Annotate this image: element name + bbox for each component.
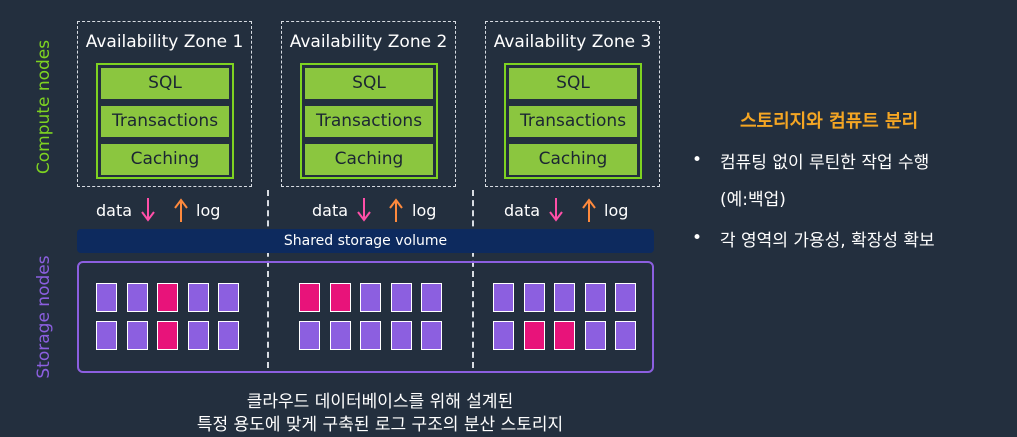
- storage-segment: [126, 321, 148, 350]
- storage-segment: [299, 283, 320, 312]
- availability-zone-3: Availability Zone 3 SQL Transactions Cac…: [485, 21, 660, 187]
- storage-segment: [360, 283, 381, 312]
- side-title: 스토리지와 컴퓨트 분리: [740, 111, 919, 132]
- compute-stack: SQL Transactions Caching: [96, 63, 234, 179]
- sql-layer: SQL: [509, 68, 637, 99]
- storage-segment: [523, 321, 545, 350]
- caption-line-2: 특정 용도에 맞게 구축된 로그 구조의 분산 스토리지: [196, 415, 564, 435]
- storage-segment: [390, 283, 412, 312]
- zone-title: Availability Zone 2: [289, 32, 448, 52]
- availability-zone-2: Availability Zone 2 SQL Transactions Cac…: [281, 21, 456, 187]
- storage-segment: [299, 321, 320, 350]
- storage-segment: [584, 283, 606, 312]
- storage-segment: [421, 321, 442, 350]
- storage-segment: [493, 283, 514, 312]
- log-label: log: [604, 201, 629, 220]
- storage-segment: [615, 283, 636, 312]
- transactions-layer: Transactions: [305, 106, 433, 137]
- sql-layer: SQL: [101, 68, 229, 99]
- bullet-marker: •: [692, 150, 703, 170]
- storage-segment: [96, 321, 117, 350]
- shared-storage-volume: Shared storage volume: [77, 229, 654, 253]
- zone-divider: [472, 190, 474, 368]
- arrow-down-icon: [141, 198, 155, 222]
- bullet-1-line-2: (예:백업): [720, 190, 786, 210]
- storage-segment: [554, 283, 575, 312]
- storage-segment: [493, 321, 514, 350]
- storage-segment: [421, 283, 442, 312]
- zone-title: Availability Zone 1: [85, 32, 244, 52]
- storage-segment: [329, 283, 351, 312]
- caching-layer: Caching: [101, 144, 229, 175]
- arrow-up-icon: [389, 198, 403, 222]
- arrow-down-icon: [549, 198, 563, 222]
- caption-line-1: 클라우드 데이터베이스를 위해 설계된: [246, 392, 514, 412]
- log-label: log: [196, 201, 221, 220]
- storage-segment: [360, 321, 381, 350]
- sql-layer: SQL: [305, 68, 433, 99]
- storage-segment: [157, 283, 178, 312]
- bullet-1-line-1: 컴퓨팅 없이 루틴한 작업 수행: [720, 153, 930, 173]
- arrow-down-icon: [357, 198, 371, 222]
- zone-divider: [267, 190, 269, 368]
- storage-segment: [329, 321, 351, 350]
- zone-title: Availability Zone 3: [493, 32, 652, 52]
- storage-segment: [218, 321, 239, 350]
- storage-segment: [615, 321, 636, 350]
- storage-segment: [96, 283, 117, 312]
- caching-layer: Caching: [509, 144, 637, 175]
- transactions-layer: Transactions: [509, 106, 637, 137]
- storage-segment: [523, 283, 545, 312]
- log-label: log: [412, 201, 437, 220]
- compute-stack: SQL Transactions Caching: [300, 63, 438, 179]
- data-label: data: [504, 201, 541, 220]
- compute-nodes-label: Compute nodes: [34, 39, 54, 175]
- storage-segment: [187, 321, 209, 350]
- caching-layer: Caching: [305, 144, 433, 175]
- storage-segment: [554, 321, 575, 350]
- bullet-2: 각 영역의 가용성, 확장성 확보: [720, 231, 935, 251]
- storage-segment: [390, 321, 412, 350]
- storage-segment: [126, 283, 148, 312]
- storage-segment: [218, 283, 239, 312]
- compute-stack: SQL Transactions Caching: [504, 63, 642, 179]
- storage-segment: [187, 283, 209, 312]
- arrow-up-icon: [582, 198, 596, 222]
- storage-segment: [157, 321, 178, 350]
- data-label: data: [96, 201, 133, 220]
- arrow-up-icon: [174, 198, 188, 222]
- storage-segment: [584, 321, 606, 350]
- storage-nodes-box: [77, 261, 654, 373]
- data-label: data: [312, 201, 349, 220]
- availability-zone-1: Availability Zone 1 SQL Transactions Cac…: [77, 21, 252, 187]
- transactions-layer: Transactions: [101, 106, 229, 137]
- bullet-marker: •: [692, 228, 703, 248]
